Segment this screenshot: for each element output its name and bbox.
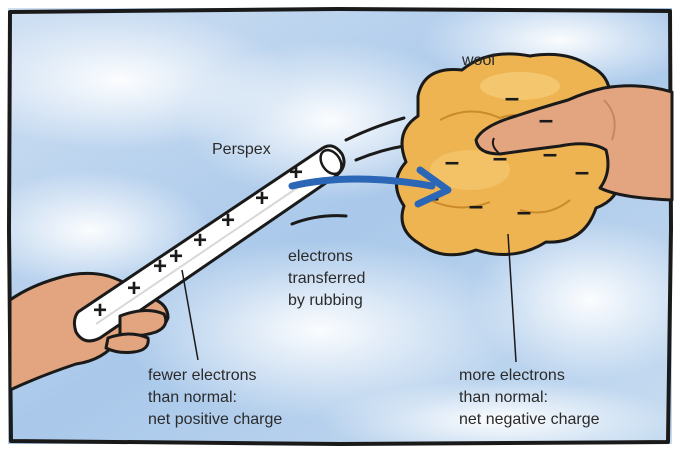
negative-charge: –	[575, 156, 589, 186]
electrons-transferred-line-3: by rubbing	[288, 290, 365, 312]
negative-charge: –	[469, 190, 483, 220]
positive-charge: +	[127, 275, 141, 302]
perspex-label: Perspex	[212, 139, 271, 161]
negative-charge-line-3: net negative charge	[459, 409, 600, 431]
negative-charge-label: more electrons than normal: net negative…	[459, 365, 600, 431]
negative-charge: –	[539, 104, 553, 134]
electrons-transferred-line-2: transferred	[288, 268, 365, 290]
positive-charge-line-3: net positive charge	[148, 409, 282, 431]
positive-charge: +	[221, 207, 235, 234]
negative-charge: –	[493, 142, 507, 172]
positive-charge-line-2: than normal:	[148, 387, 282, 409]
negative-charge: –	[505, 82, 519, 112]
electrons-transferred-label: electrons transferred by rubbing	[288, 246, 365, 312]
negative-charge: –	[517, 196, 531, 226]
positive-charge-line-1: fewer electrons	[148, 365, 282, 387]
negative-charge: –	[445, 146, 459, 176]
negative-charge-line-1: more electrons	[459, 365, 600, 387]
positive-charge-label: fewer electrons than normal: net positiv…	[148, 365, 282, 431]
negative-charge-line-2: than normal:	[459, 387, 600, 409]
positive-charge: +	[169, 243, 183, 270]
positive-charge: +	[153, 253, 167, 280]
positive-charge: +	[255, 185, 269, 212]
electrons-transferred-line-1: electrons	[288, 246, 365, 268]
negative-charge: –	[543, 138, 557, 168]
wool-label: wool	[462, 50, 495, 72]
positive-charge: +	[93, 297, 107, 324]
positive-charge: +	[193, 227, 207, 254]
